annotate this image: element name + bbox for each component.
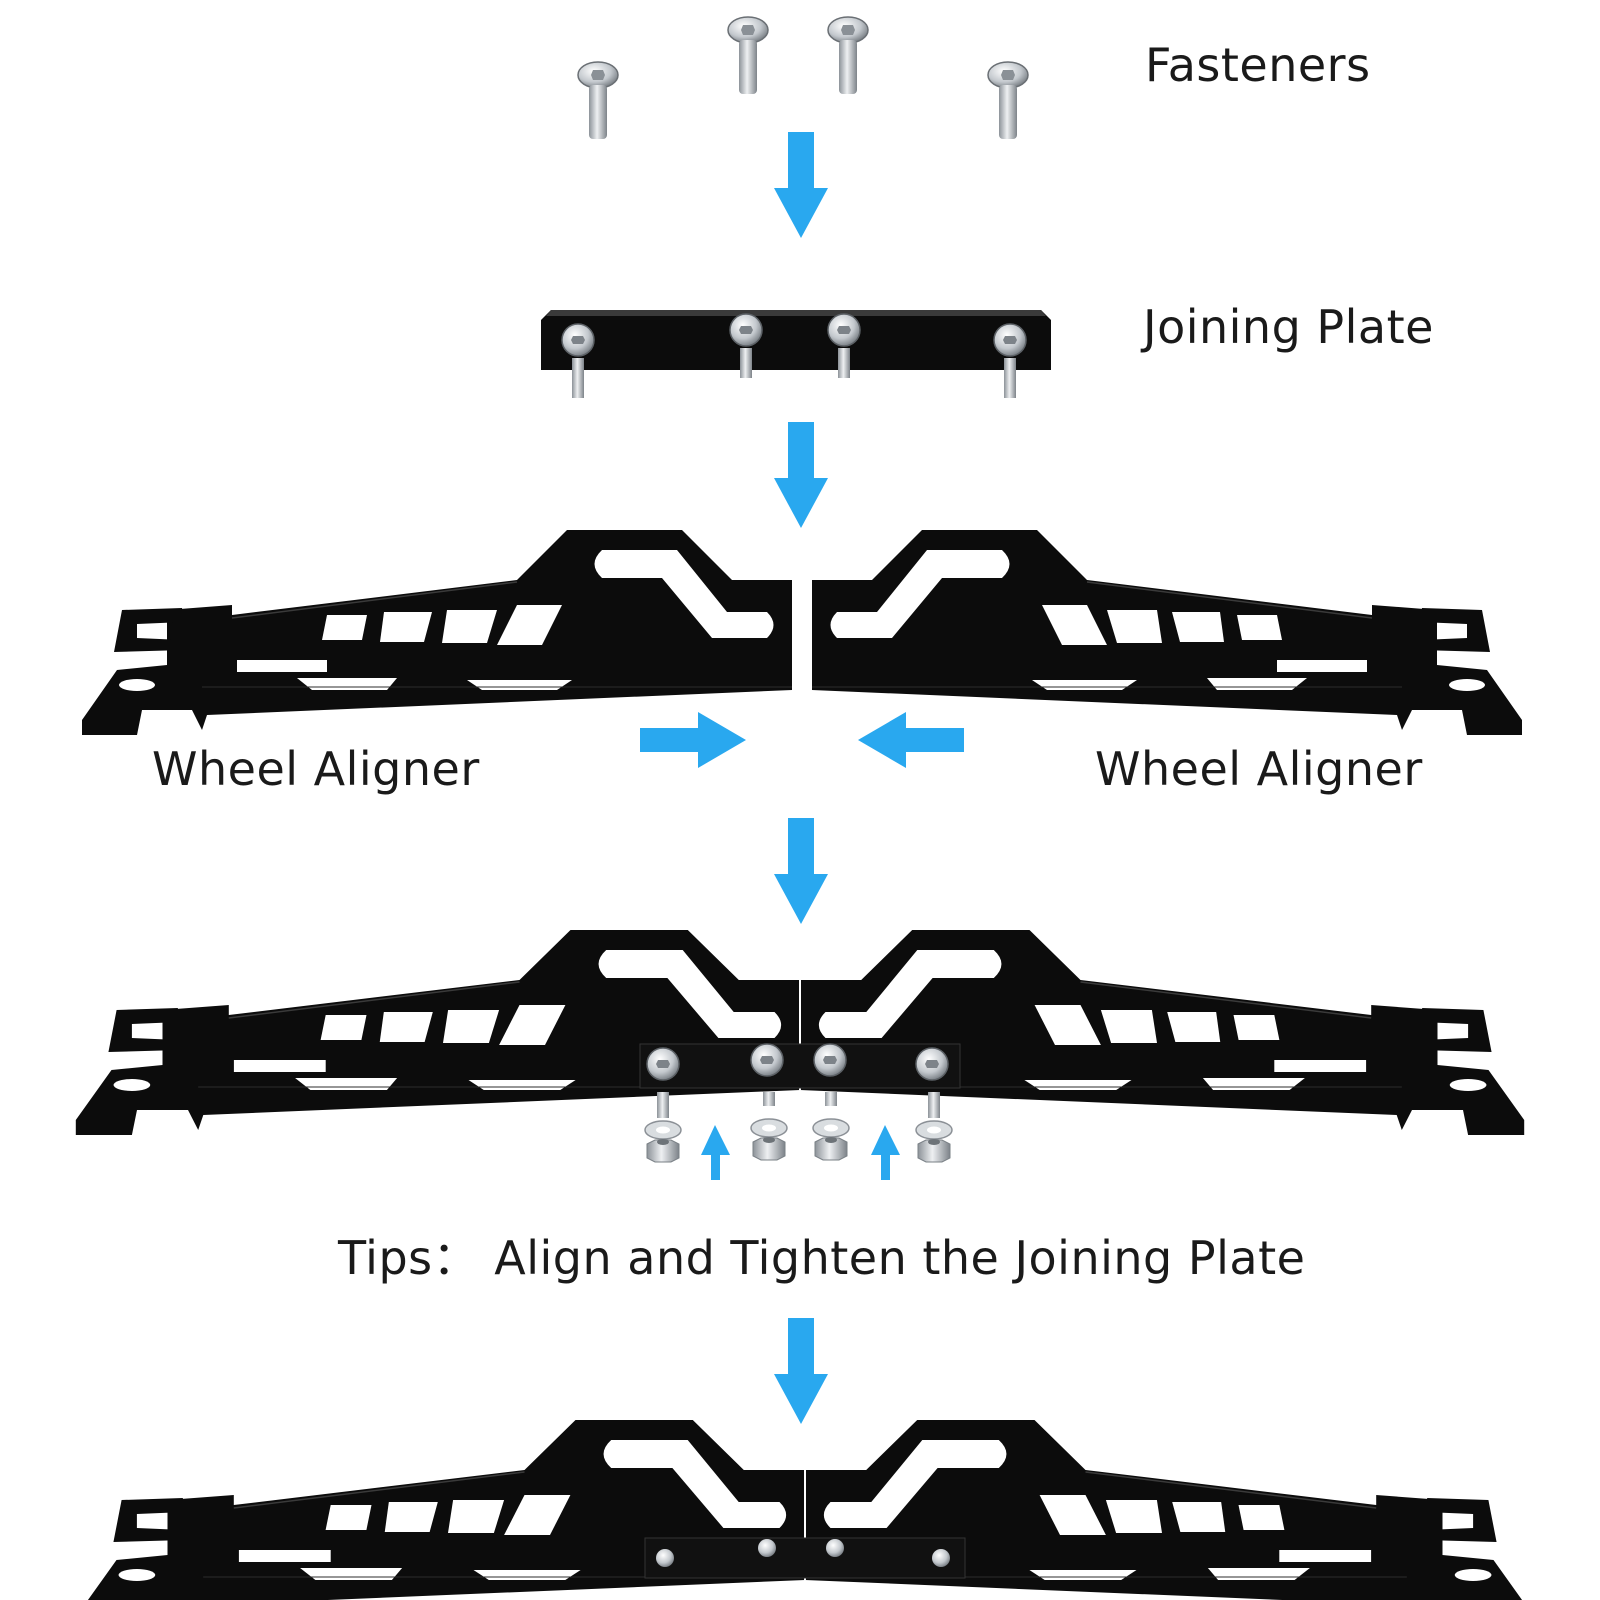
nut-washer-icon <box>644 1120 682 1163</box>
joining-plate <box>541 310 1051 370</box>
lift-arrow-left <box>701 1125 730 1180</box>
nut-washer-icon <box>812 1118 850 1161</box>
push-arrow-right <box>640 712 746 768</box>
lift-arrow-right <box>871 1125 900 1180</box>
wheel-aligner-right <box>811 529 1523 736</box>
step-arrow-2 <box>774 422 828 528</box>
fasteners-label: Fasteners <box>1145 38 1371 92</box>
fasteners-group <box>577 16 1029 140</box>
joining-plate-label: Joining Plate <box>1143 300 1434 354</box>
nut-washer-icon <box>915 1120 953 1163</box>
step-arrow-1 <box>774 132 828 238</box>
wheel-aligner-right-label: Wheel Aligner <box>1095 742 1423 796</box>
step-arrow-3 <box>774 818 828 924</box>
nut-washer-icon <box>750 1118 788 1161</box>
tips-label: Tips： Align and Tighten the Joining Plat… <box>338 1231 1306 1285</box>
step-arrow-4 <box>774 1318 828 1424</box>
fastener-screw-icon <box>827 16 869 95</box>
joining-plate-group <box>541 310 1051 398</box>
fastener-screw-icon <box>987 61 1029 140</box>
push-arrow-left <box>858 712 964 768</box>
wheel-aligner-left <box>81 529 793 736</box>
final-assembly <box>80 1419 1530 1600</box>
fastener-screw-icon <box>727 16 769 95</box>
joined-aligner-step4 <box>75 929 1525 1163</box>
fastener-screw-icon <box>577 61 619 140</box>
wheel-aligner-left-label: Wheel Aligner <box>152 742 480 796</box>
